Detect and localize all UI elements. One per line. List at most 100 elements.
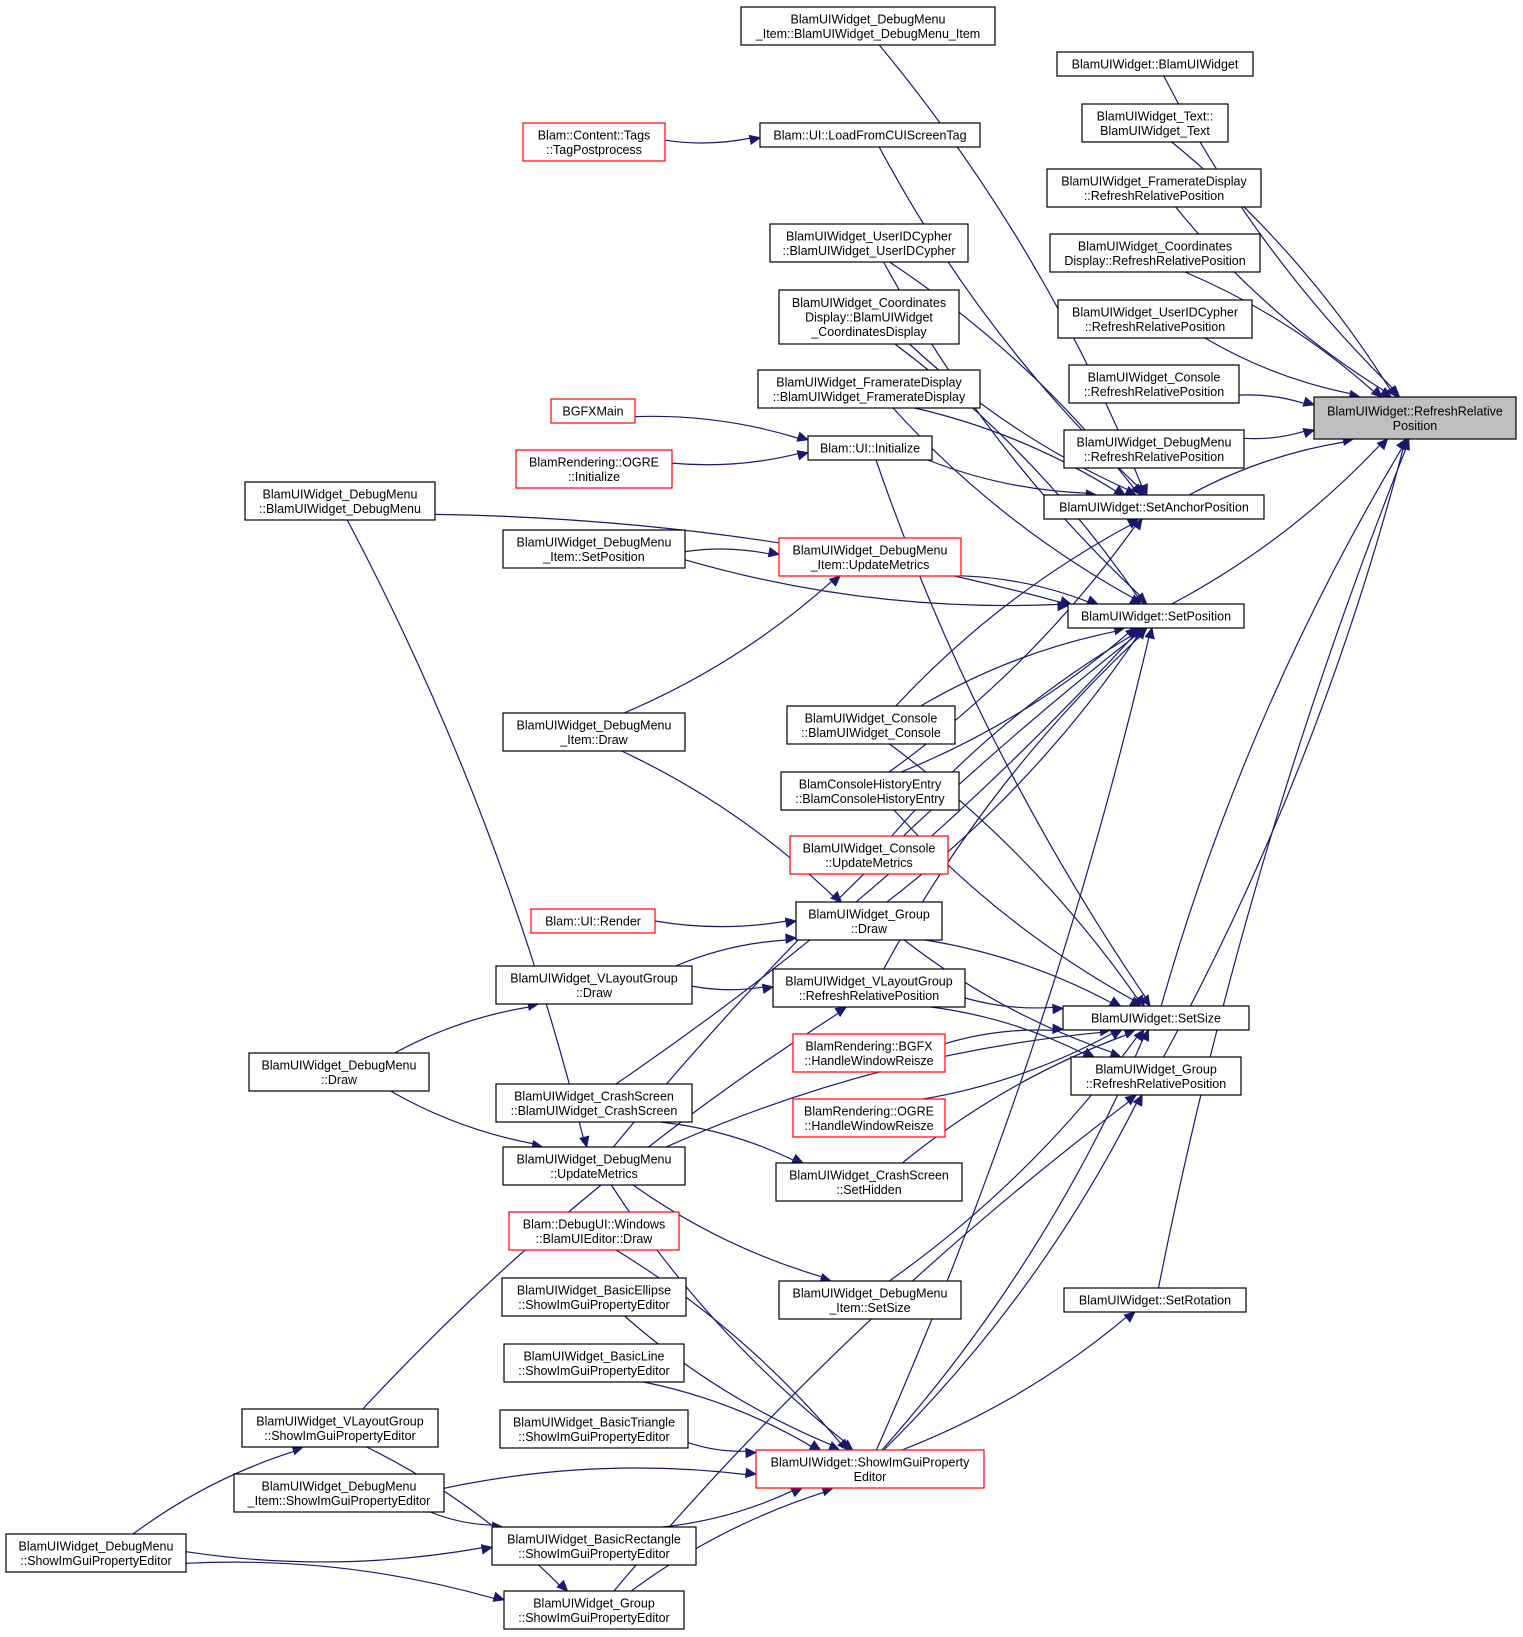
edge-dmShow-to-groupShow	[185, 1561, 506, 1602]
edge-coordRRP-to-refreshRelative	[1184, 271, 1383, 398]
node-label-line: BlamUIWidget_DebugMenu	[793, 543, 948, 557]
node-bgfxResize[interactable]: BlamRendering::BGFX::HandleWindowReisze	[792, 1033, 946, 1073]
node-frameRRP[interactable]: BlamUIWidget_FramerateDisplay::RefreshRe…	[1046, 168, 1262, 208]
node-label-line: BlamUIWidget_Console	[1088, 370, 1221, 384]
node-lineShow[interactable]: BlamUIWidget_BasicLine::ShowImGuiPropert…	[503, 1343, 685, 1383]
edge-setRotation-to-refreshRelative	[1157, 437, 1410, 1289]
node-label-line: ::Draw	[851, 922, 888, 936]
node-label-line: ::RefreshRelativePosition	[1084, 189, 1224, 203]
node-bgfxMain[interactable]: BGFXMain	[550, 398, 636, 424]
node-box	[772, 968, 966, 1008]
node-dmItemUpdate[interactable]: BlamUIWidget_DebugMenu_Item::UpdateMetri…	[778, 537, 962, 577]
node-vlayoutRRP[interactable]: BlamUIWidget_VLayoutGroup::RefreshRelati…	[772, 968, 966, 1008]
node-blamuiwidget[interactable]: BlamUIWidget::BlamUIWidget	[1056, 51, 1254, 77]
node-box	[778, 537, 962, 577]
node-text[interactable]: BlamUIWidget_Text::BlamUIWidget_Text	[1081, 103, 1229, 143]
node-groupRRP[interactable]: BlamUIWidget_Group::RefreshRelativePosit…	[1070, 1056, 1242, 1096]
node-setSize[interactable]: BlamUIWidget::SetSize	[1062, 1005, 1250, 1031]
node-uiInit[interactable]: Blam::UI::Initialize	[807, 435, 933, 461]
node-label-line: BlamUIWidget_Text::	[1097, 109, 1214, 123]
node-label-line: BlamUIWidget::ShowImGuiProperty	[771, 1455, 970, 1469]
node-tagPost[interactable]: Blam::Content::Tags::TagPostprocess	[522, 122, 666, 162]
node-label-line: ::HandleWindowReisze	[804, 1119, 933, 1133]
node-dmItemCtor[interactable]: BlamUIWidget_DebugMenu_Item::BlamUIWidge…	[740, 6, 996, 46]
edge-dmCtor-to-dmUpdate	[346, 519, 590, 1149]
node-label-line: ::BlamUIWidget_FramerateDisplay	[773, 390, 966, 404]
node-groupShow[interactable]: BlamUIWidget_Group::ShowImGuiPropertyEdi…	[503, 1590, 685, 1630]
node-box	[786, 705, 956, 745]
node-loadFromCUI[interactable]: Blam::UI::LoadFromCUIScreenTag	[759, 122, 981, 148]
node-box	[1081, 103, 1229, 143]
node-refreshRelative[interactable]: BlamUIWidget::RefreshRelativePosition	[1313, 396, 1517, 440]
node-vlayoutDraw[interactable]: BlamUIWidget_VLayoutGroup::Draw	[495, 965, 693, 1005]
node-label-line: BlamUIWidget_CrashScreen	[514, 1089, 674, 1103]
node-coordRRP[interactable]: BlamUIWidget_CoordinatesDisplay::Refresh…	[1049, 233, 1261, 273]
node-consoleCtor[interactable]: BlamUIWidget_Console::BlamUIWidget_Conso…	[786, 705, 956, 745]
node-userCtor[interactable]: BlamUIWidget_UserIDCypher::BlamUIWidget_…	[769, 223, 969, 263]
node-rectShow[interactable]: BlamUIWidget_BasicRectangle::ShowImGuiPr…	[491, 1526, 697, 1566]
node-box	[792, 1098, 946, 1138]
node-consoleRRP[interactable]: BlamUIWidget_Console::RefreshRelativePos…	[1068, 364, 1240, 404]
node-box	[1063, 1287, 1247, 1313]
node-label-line: BlamUIWidget_DebugMenu	[517, 535, 672, 549]
node-label-line: ::ShowImGuiPropertyEditor	[518, 1298, 669, 1312]
node-coordCtor[interactable]: BlamUIWidget_CoordinatesDisplay::BlamUIW…	[778, 289, 960, 345]
edges-layer	[132, 44, 1410, 1602]
node-label-line: BlamRendering::OGRE	[804, 1104, 934, 1118]
node-setRotation[interactable]: BlamUIWidget::SetRotation	[1063, 1287, 1247, 1313]
node-box	[1070, 1056, 1242, 1096]
node-uiEditorDraw[interactable]: Blam::DebugUI::Windows::BlamUIEditor::Dr…	[508, 1211, 680, 1251]
node-label-line: ::BlamUIWidget_DebugMenu	[259, 502, 421, 516]
node-label-line: BlamUIWidget_FramerateDisplay	[1061, 174, 1247, 188]
node-uiRender[interactable]: Blam::UI::Render	[530, 908, 656, 934]
node-historyCtor[interactable]: BlamConsoleHistoryEntry::BlamConsoleHist…	[780, 771, 960, 811]
node-box	[1046, 168, 1262, 208]
edge-ogreInit-to-uiInit	[671, 450, 810, 466]
node-ellipseShow[interactable]: BlamUIWidget_BasicEllipse::ShowImGuiProp…	[501, 1277, 687, 1317]
node-box	[789, 835, 949, 875]
node-dmItemSetPos[interactable]: BlamUIWidget_DebugMenu_Item::SetPosition	[502, 529, 686, 569]
node-label-line: ::ShowImGuiPropertyEditor	[264, 1429, 415, 1443]
node-vlayoutShow[interactable]: BlamUIWidget_VLayoutGroup::ShowImGuiProp…	[241, 1408, 439, 1448]
node-label-line: ::ShowImGuiPropertyEditor	[518, 1430, 669, 1444]
node-dmShow[interactable]: BlamUIWidget_DebugMenu::ShowImGuiPropert…	[5, 1533, 187, 1573]
node-setPosition[interactable]: BlamUIWidget::SetPosition	[1067, 603, 1245, 629]
node-dmItemDraw[interactable]: BlamUIWidget_DebugMenu_Item::Draw	[502, 712, 686, 752]
node-dmCtor[interactable]: BlamUIWidget_DebugMenu::BlamUIWidget_Deb…	[244, 481, 436, 521]
node-consoleUpdate[interactable]: BlamUIWidget_Console::UpdateMetrics	[789, 835, 949, 875]
edge-bgfxMain-to-uiInit	[634, 415, 810, 442]
node-box	[233, 1473, 445, 1513]
edge-uiRender-to-groupDraw	[654, 917, 798, 928]
node-dmUpdate[interactable]: BlamUIWidget_DebugMenu::UpdateMetrics	[502, 1146, 686, 1186]
node-box	[778, 289, 960, 345]
node-label-line: BlamUIWidget::RefreshRelative	[1327, 404, 1503, 418]
edge-dmItemDraw-to-dmItemUpdate	[623, 575, 841, 714]
node-debugRRP[interactable]: BlamUIWidget_DebugMenu::RefreshRelativeP…	[1063, 429, 1245, 469]
node-box	[757, 369, 981, 409]
node-dmItemShow[interactable]: BlamUIWidget_DebugMenu_Item::ShowImGuiPr…	[233, 1473, 445, 1513]
node-userRRP[interactable]: BlamUIWidget_UserIDCypher::RefreshRelati…	[1057, 299, 1253, 339]
node-label-line: ::RefreshRelativePosition	[799, 989, 939, 1003]
node-box	[530, 908, 656, 934]
node-label-line: BlamUIWidget::SetAnchorPosition	[1059, 501, 1249, 515]
node-triShow[interactable]: BlamUIWidget_BasicTriangle::ShowImGuiPro…	[499, 1409, 689, 1449]
node-crashCtor[interactable]: BlamUIWidget_CrashScreen::BlamUIWidget_C…	[495, 1083, 693, 1123]
node-frameCtor[interactable]: BlamUIWidget_FramerateDisplay::BlamUIWid…	[757, 369, 981, 409]
node-dmDraw[interactable]: BlamUIWidget_DebugMenu::Draw	[248, 1052, 430, 1092]
node-label-line: BlamUIWidget_DebugMenu	[793, 1286, 948, 1300]
node-dmItemSetSize[interactable]: BlamUIWidget_DebugMenu_Item::SetSize	[778, 1280, 962, 1320]
node-ogreInit[interactable]: BlamRendering::OGRE::Initialize	[515, 449, 673, 489]
node-box	[778, 1280, 962, 1320]
node-label-line: ::BlamUIWidget_UserIDCypher	[783, 244, 956, 258]
node-groupDraw[interactable]: BlamUIWidget_Group::Draw	[795, 901, 943, 941]
node-label-line: BlamRendering::OGRE	[529, 455, 659, 469]
node-setAnchor[interactable]: BlamUIWidget::SetAnchorPosition	[1043, 494, 1265, 520]
node-label-line: ::BlamConsoleHistoryEntry	[795, 792, 945, 806]
node-widgetShow[interactable]: BlamUIWidget::ShowImGuiPropertyEditor	[755, 1449, 985, 1489]
node-label-line: ::RefreshRelativePosition	[1084, 450, 1224, 464]
node-ogreResize[interactable]: BlamRendering::OGRE::HandleWindowReisze	[792, 1098, 946, 1138]
node-crashHidden[interactable]: BlamUIWidget_CrashScreen::SetHidden	[775, 1162, 963, 1202]
node-label-line: BlamUIWidget_DebugMenu	[262, 1479, 417, 1493]
node-label-line: _Item::SetPosition	[542, 550, 644, 564]
edge-dmItemShow-to-widgetShow	[443, 1467, 758, 1489]
